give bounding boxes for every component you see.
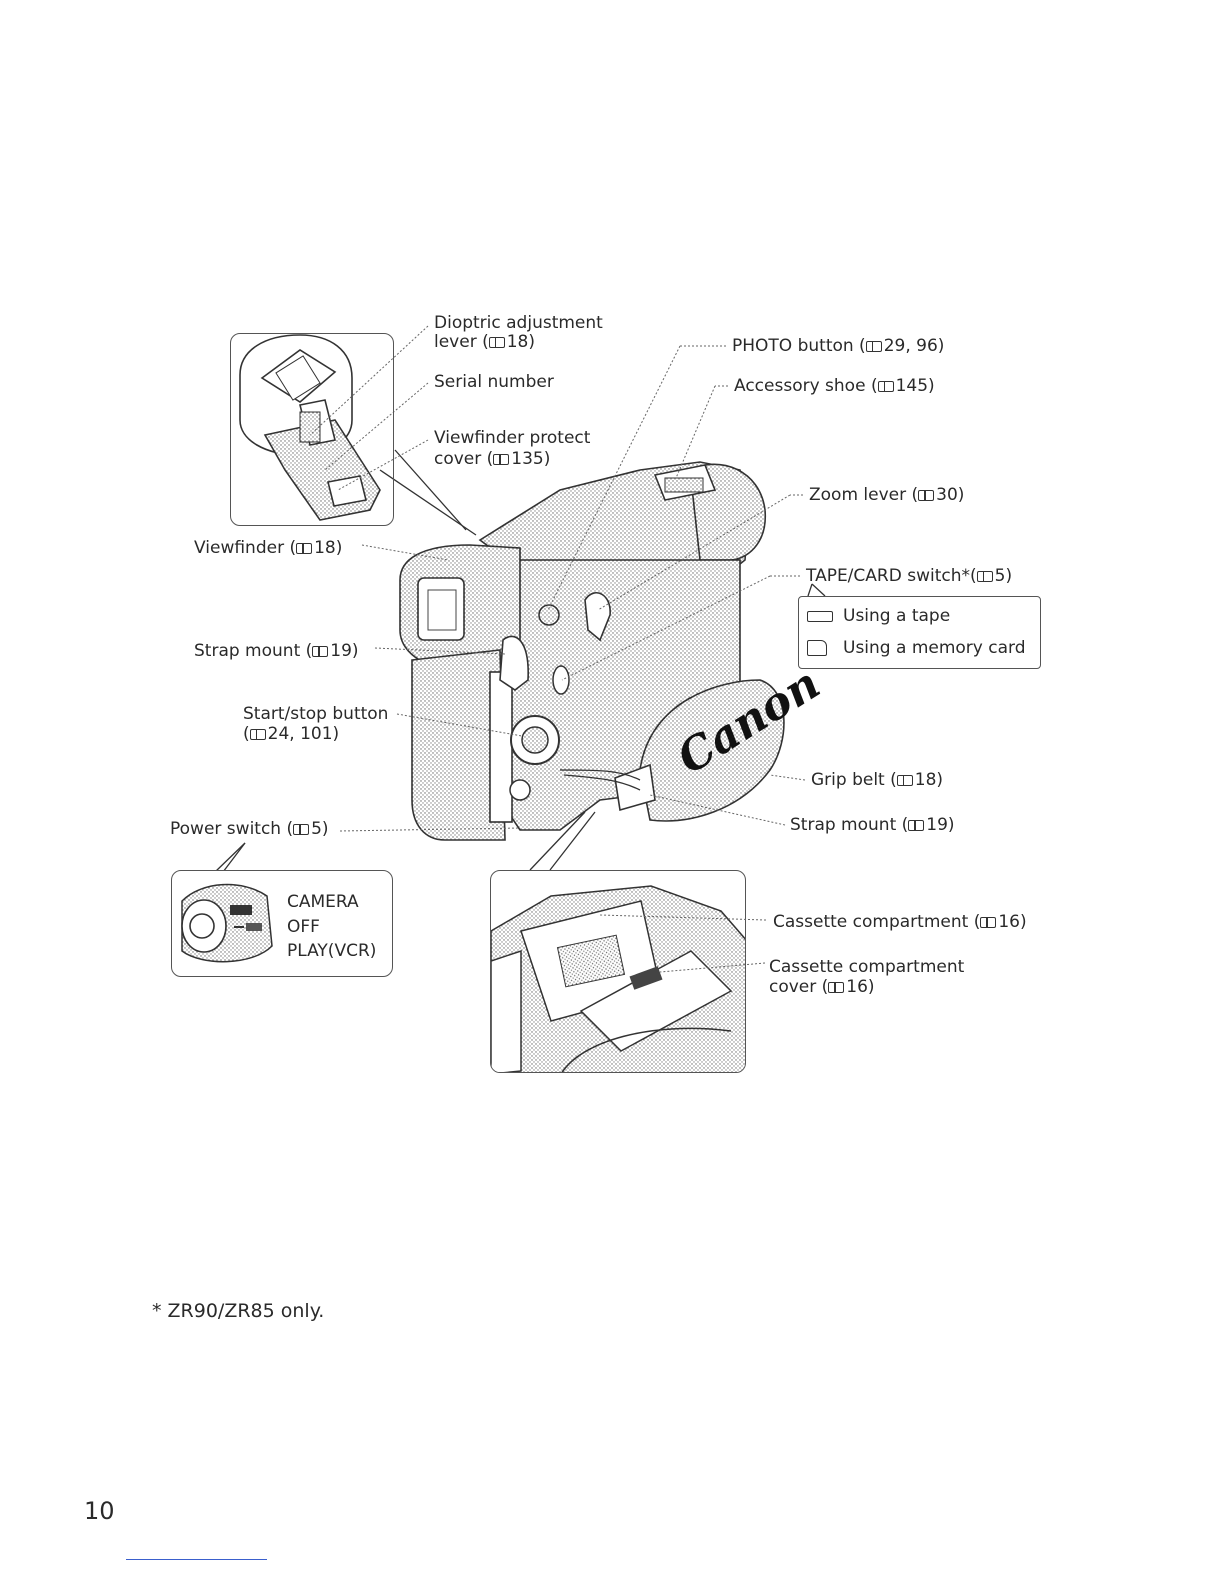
power-dial-drawing	[181, 883, 273, 963]
power-play-option: PLAY(VCR)	[287, 941, 377, 961]
book-icon	[312, 646, 329, 657]
viewfinder-protect-label-line2: cover (135)	[434, 449, 551, 469]
page-number: 10	[84, 1497, 115, 1525]
tape-card-switch-label: TAPE/CARD switch*(5)	[806, 566, 1013, 586]
viewfinder-inset-panel	[230, 333, 394, 526]
viewfinder-label: Viewfinder (18)	[194, 538, 343, 558]
book-icon	[293, 824, 310, 835]
cassette-icon	[807, 611, 833, 622]
book-icon	[976, 571, 993, 582]
accessory-shoe-label: Accessory shoe (145)	[734, 376, 935, 396]
book-icon	[296, 543, 313, 554]
leader-lines	[309, 325, 806, 832]
cassette-compartment-inset	[490, 870, 746, 1073]
power-camera-option: CAMERA	[287, 892, 359, 912]
serial-number-label: Serial number	[434, 372, 554, 392]
grip-belt-label: Grip belt (18)	[811, 770, 944, 790]
power-switch-inset: CAMERA OFF PLAY(VCR)	[171, 870, 393, 977]
blue-rule	[126, 1559, 267, 1560]
viewfinder-protect-label-line1: Viewfinder protect	[434, 428, 591, 448]
book-icon	[918, 490, 935, 501]
footnote: * ZR90/ZR85 only.	[152, 1300, 325, 1322]
book-icon	[908, 820, 925, 831]
book-icon	[249, 729, 266, 740]
tape-card-legend-box: Using a tape Using a memory card	[798, 596, 1041, 669]
power-off-option: OFF	[287, 917, 320, 937]
cassette-compartment-label: Cassette compartment (16)	[773, 912, 1027, 932]
power-switch-label: Power switch (5)	[170, 819, 329, 839]
book-icon	[828, 982, 845, 993]
using-card-row: Using a memory card	[807, 637, 1026, 658]
book-icon	[980, 917, 997, 928]
start-stop-label-line2: (24, 101)	[243, 724, 340, 744]
cassette-compartment-drawing	[491, 885, 745, 1072]
cassette-cover-label-line2: cover (16)	[769, 977, 875, 997]
using-tape-row: Using a tape	[807, 606, 950, 626]
memory-card-icon	[807, 640, 827, 656]
strap-mount-left-label: Strap mount (19)	[194, 641, 359, 661]
book-icon	[488, 337, 505, 348]
viewfinder-inset-drawing	[239, 334, 381, 521]
photo-button-label: PHOTO button (29, 96)	[732, 336, 945, 356]
start-stop-label-line1: Start/stop button	[243, 704, 389, 724]
camcorder-body	[399, 461, 785, 841]
dioptric-label-line2: lever (18)	[434, 332, 535, 352]
book-icon	[865, 341, 882, 352]
strap-mount-right-label: Strap mount (19)	[790, 815, 955, 835]
cassette-cover-label-line1: Cassette compartment	[769, 957, 965, 977]
book-icon	[896, 775, 913, 786]
book-icon	[493, 454, 510, 465]
book-icon	[877, 381, 894, 392]
dioptric-label-line1: Dioptric adjustment	[434, 313, 603, 333]
zoom-lever-label: Zoom lever (30)	[809, 485, 965, 505]
